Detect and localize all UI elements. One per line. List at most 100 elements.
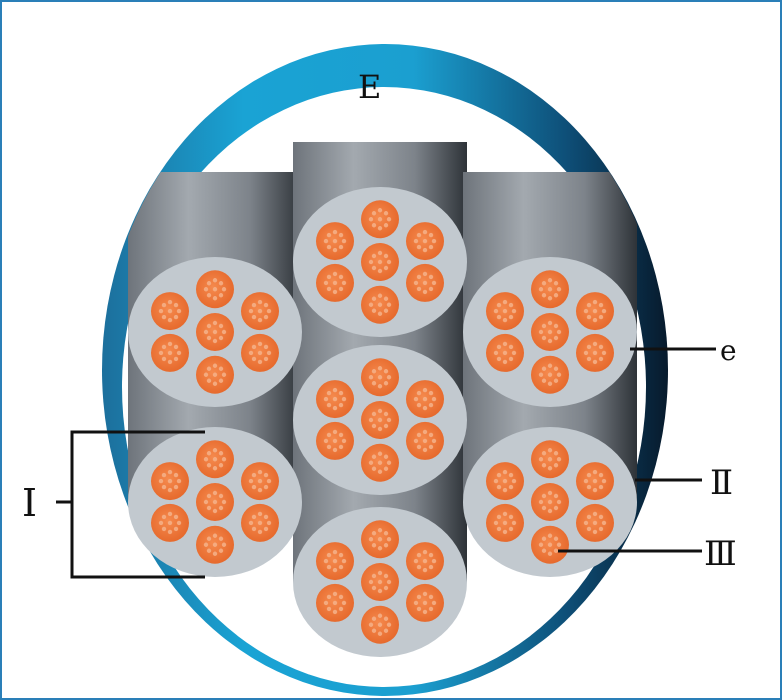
fiber-core [206,451,212,456]
fiber-core [508,514,514,520]
fiber-core [586,356,592,362]
fiber-core [422,396,428,402]
fiber-core [371,454,377,459]
fiber-core [502,341,508,347]
fiber-core [338,564,344,570]
fiber-core [428,552,434,558]
fiber-core [173,526,179,532]
fiber-core [167,487,173,493]
fiber-core [221,542,227,547]
fiber-core [547,296,553,301]
fiber-core [422,447,428,453]
fiber-core [377,426,383,432]
fiber-core [502,529,508,535]
fiber-core [383,573,389,579]
fiber-core [263,526,269,532]
fiber-core [428,274,434,280]
fiber-core [556,542,562,547]
fiber-core [371,628,377,633]
fiber-core [413,438,419,444]
fiber-core [368,579,374,585]
fiber-core [167,308,173,314]
fiber-core [377,375,383,380]
fiber-core [547,329,553,335]
fiber-core [161,472,167,478]
fiber-core [176,520,182,526]
fiber-core [496,302,502,308]
fiber-core [416,564,422,570]
fiber-core [592,341,598,347]
fiber-core [502,308,508,314]
fiber-core [547,466,553,471]
fiber-core [371,369,377,374]
fiber-core [377,613,383,618]
fiber-core [547,533,553,538]
fiber-core [212,533,218,538]
fiber-core [383,423,389,429]
fiber-core [338,606,344,612]
fiber-core [422,567,428,573]
fiber-core [371,543,377,548]
fiber-core [263,514,269,520]
fiber-core [338,244,344,250]
fiber-core [493,520,499,526]
fiber-core [377,384,383,389]
fiber-core [592,350,598,356]
fiber-core [508,314,514,320]
fiber-core [371,253,377,259]
fiber-core [368,217,374,222]
fiber-core [158,478,164,484]
fiber-core [377,631,383,636]
fiber-core [251,314,257,320]
fiber-core [496,344,502,350]
fiber-core [416,444,422,450]
fiber-core [368,417,374,423]
fiber-core [248,350,254,356]
fiber-core [583,350,589,356]
fiber-core [218,536,224,541]
fiber-core [541,335,547,341]
fiber-core [428,402,434,408]
fiber-core [218,548,224,553]
fiber-core [167,478,173,484]
fiber-core [251,514,257,520]
fiber-core [586,484,592,490]
fiber-core [212,381,218,386]
fiber-core [511,520,517,526]
fiber-core [248,520,254,526]
fiber-core [173,314,179,320]
fiber-core [553,463,559,468]
fiber-core [332,429,338,435]
fiber-core [422,387,428,393]
fiber-core [422,549,428,555]
fiber-core [167,359,173,365]
fiber-core [413,238,419,244]
fiber-core [541,323,547,329]
fiber-core [377,469,383,474]
fiber-core [386,417,392,423]
fiber-core [511,478,517,484]
fiber-core [428,606,434,612]
fiber-core [371,296,377,301]
fiber-core [326,274,332,280]
fiber-core [323,238,329,244]
fiber-core [377,570,383,576]
fiber-core [508,344,514,350]
fiber-core [383,628,389,633]
fiber-core [248,308,254,314]
fiber-core [556,287,562,292]
leader-lines [56,347,716,579]
fiber-core [371,265,377,271]
fiber-core [416,606,422,612]
fiber-core [326,606,332,612]
fiber-core [586,344,592,350]
fiber-core [203,542,209,547]
fiber-core [601,520,607,526]
fiber-core [556,457,562,462]
fiber-core [377,408,383,414]
fiber-core [323,558,329,564]
fiber-core [416,552,422,558]
fiber-core [251,356,257,362]
fiber-core [547,457,553,462]
